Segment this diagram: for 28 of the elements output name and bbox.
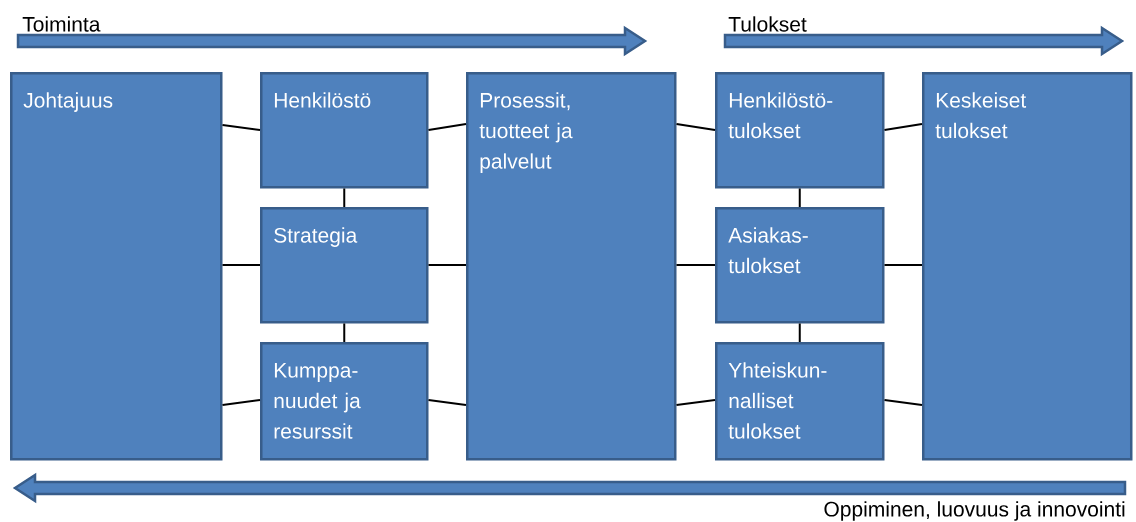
process-box: Strategia: [260, 207, 429, 324]
connector-line: [343, 322, 346, 343]
connector-line: [221, 264, 261, 266]
connector-line: [221, 124, 261, 131]
process-box: Yhteiskun- nalliset tulokset: [715, 342, 885, 461]
arrow-label: Toiminta: [22, 16, 101, 32]
process-box: Johtajuus: [10, 72, 223, 461]
connector-line: [675, 123, 716, 131]
connector-line: [427, 264, 467, 266]
process-box: Henkilöstö: [260, 72, 429, 189]
connector-line: [798, 322, 801, 343]
connector-line: [883, 399, 923, 406]
connector-line: [675, 264, 716, 266]
connector-line: [675, 399, 716, 406]
connector-line: [343, 187, 346, 208]
process-box: Asiakas- tulokset: [715, 207, 885, 324]
connector-line: [883, 264, 923, 266]
process-box: Prosessit, tuotteet ja palvelut: [466, 72, 677, 461]
connector-line: [883, 123, 923, 131]
process-box: Henkilöstö- tulokset: [715, 72, 885, 189]
connector-line: [798, 187, 801, 208]
arrow-label: Tulokset: [728, 16, 807, 32]
connector-line: [427, 399, 467, 406]
arrow-label: Oppiminen, luovuus ja innovointi: [824, 501, 1125, 521]
connector-line: [221, 399, 261, 406]
process-box: Kumppa- nuudet ja resurssit: [260, 342, 429, 461]
connector-line: [427, 123, 467, 131]
process-box: Keskeiset tulokset: [922, 72, 1133, 461]
